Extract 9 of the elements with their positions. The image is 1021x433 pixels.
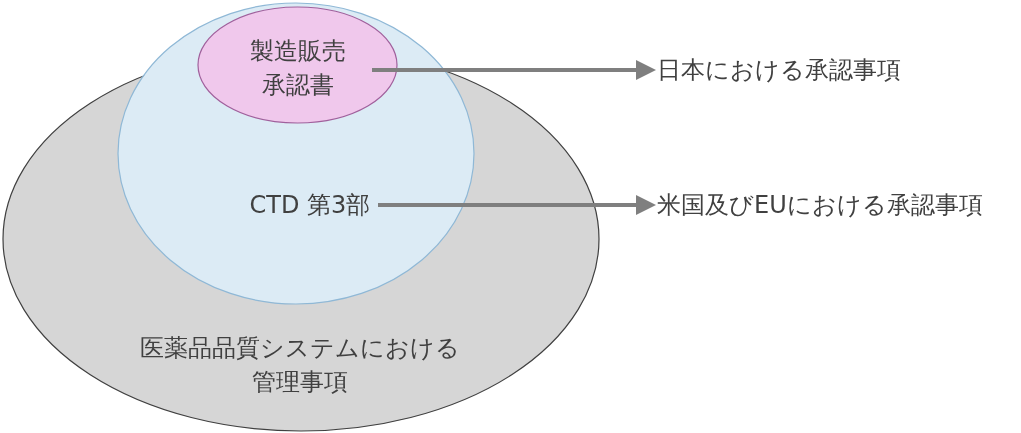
ellipse-region bbox=[197, 6, 398, 124]
note-text: 日本における承認事項 bbox=[657, 54, 901, 86]
note-text: 米国及びEUにおける承認事項 bbox=[657, 189, 983, 221]
region-label: 医薬品品質システムにおける管理事項 bbox=[139, 333, 461, 398]
arrow bbox=[378, 195, 656, 215]
ellipse-region bbox=[117, 2, 475, 305]
arrow bbox=[372, 60, 656, 80]
region-label: CTD 第3部 bbox=[248, 190, 372, 221]
region-label: 製造販売承認書 bbox=[248, 36, 347, 101]
